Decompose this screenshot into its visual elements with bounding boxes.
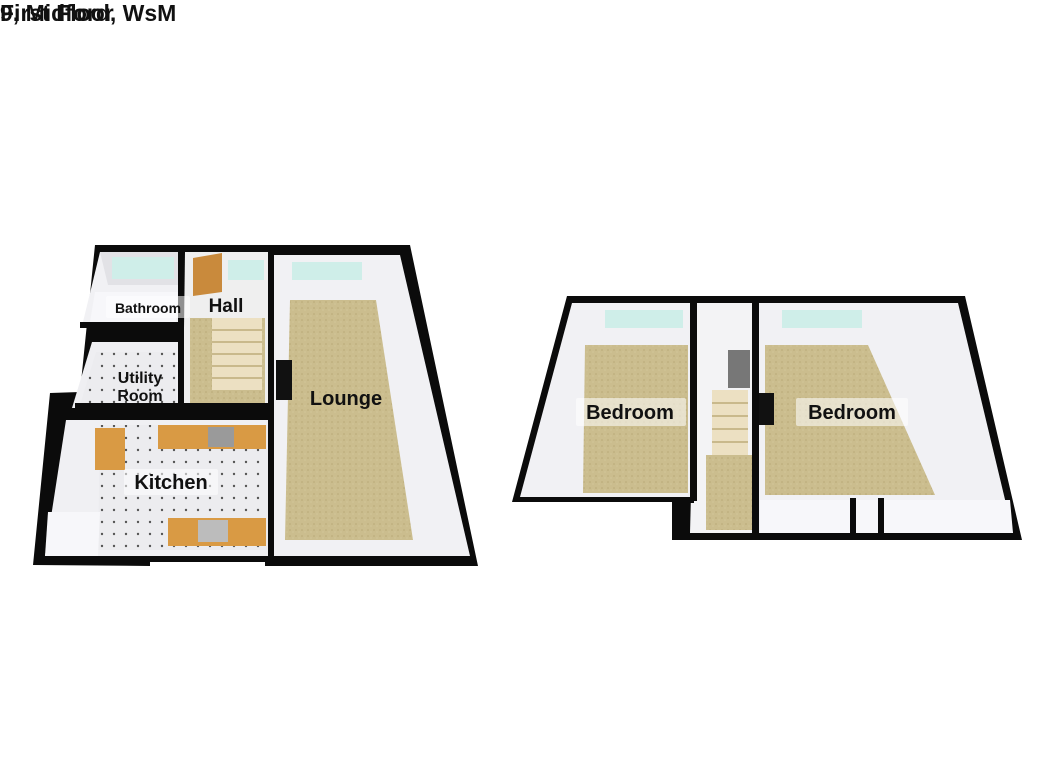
kitchen-label: Kitchen [134, 472, 207, 494]
front-door [193, 253, 222, 296]
kitchen-worktop-left [95, 428, 125, 470]
kitchen-hob [208, 427, 234, 447]
kitchen-room [45, 420, 270, 556]
bathroom-label: Bathroom [115, 300, 181, 316]
hall-stairs [212, 318, 262, 390]
hall-room [183, 252, 268, 405]
lounge-room [272, 255, 470, 556]
kitchen-sink [198, 520, 228, 542]
hall-label: Hall [209, 296, 244, 317]
first-floor-title: First Floor [0, 0, 114, 26]
landing-stairs [690, 303, 752, 533]
bedroom-right-chimney-breast [758, 393, 774, 425]
utility-room-label-line1: Utility [118, 370, 163, 387]
bedroom-right-label: Bedroom [808, 402, 896, 424]
utility-room [72, 342, 178, 408]
lounge-label: Lounge [310, 388, 382, 410]
ground-floor-plan: Bathroom Hall Utility Room Lounge Kitche… [33, 245, 478, 566]
bedroom-left-label: Bedroom [586, 402, 674, 424]
lounge-fireplace [276, 360, 292, 400]
ground-floor-title: 9, Midford, WsM [0, 0, 177, 26]
first-floor-plan: Bedroom Bedroom [512, 296, 1022, 540]
utility-room-label-line2: Room [117, 388, 162, 405]
